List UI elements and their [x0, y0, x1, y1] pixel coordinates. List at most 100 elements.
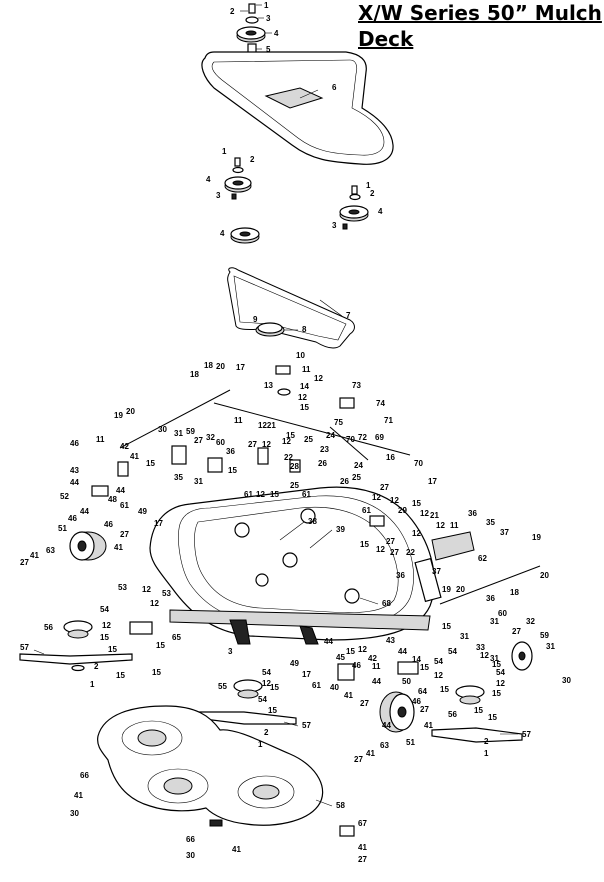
callout-15: 15: [152, 668, 161, 677]
right-idler-pulley: [339, 185, 369, 230]
callout-25: 25: [352, 473, 361, 482]
callout-27: 27: [420, 705, 429, 714]
callout-41: 41: [130, 452, 139, 461]
callout-27: 27: [380, 483, 389, 492]
callout-12: 12: [412, 529, 421, 538]
callout-12: 12: [298, 393, 307, 402]
callout-31: 31: [490, 617, 499, 626]
callout-2: 2: [230, 7, 235, 16]
callout-18: 18: [190, 370, 199, 379]
callout-26: 26: [318, 459, 327, 468]
callout-5: 5: [266, 45, 271, 54]
anti-scalp-wheels: [69, 531, 533, 733]
callout-15: 15: [156, 641, 165, 650]
callout-56: 56: [448, 710, 457, 719]
callout-1: 1: [484, 749, 489, 758]
callout-27: 27: [20, 558, 29, 567]
callout-29: 29: [398, 506, 407, 515]
callout-27: 27: [386, 537, 395, 546]
hardware-fasteners: [91, 365, 419, 837]
callout-12: 12: [480, 651, 489, 660]
callout-12: 12: [314, 374, 323, 383]
callout-52: 52: [60, 492, 69, 501]
callout-57: 57: [522, 730, 531, 739]
callout-15: 15: [492, 660, 501, 669]
callout-15: 15: [442, 622, 451, 631]
callout-19: 19: [442, 585, 451, 594]
callout-63: 63: [46, 546, 55, 555]
callout-22: 22: [406, 548, 415, 557]
callout-30: 30: [70, 809, 79, 818]
callout-12: 12: [390, 496, 399, 505]
callout-42: 42: [368, 654, 377, 663]
callout-13: 13: [264, 381, 273, 390]
callout-56: 56: [44, 623, 53, 632]
callout-36: 36: [468, 509, 477, 518]
callout-54: 54: [100, 605, 109, 614]
callout-39: 39: [336, 525, 345, 534]
callout-20: 20: [456, 585, 465, 594]
callout-12: 12: [434, 671, 443, 680]
callout-4: 4: [378, 207, 383, 216]
callout-74: 74: [376, 399, 385, 408]
callout-2: 2: [370, 189, 375, 198]
callout-71: 71: [384, 416, 393, 425]
callout-37: 37: [432, 567, 441, 576]
callout-17: 17: [302, 670, 311, 679]
callout-20: 20: [126, 407, 135, 416]
callout-59: 59: [186, 427, 195, 436]
callout-15: 15: [492, 689, 501, 698]
callout-14: 14: [412, 655, 421, 664]
callout-66: 66: [80, 771, 89, 780]
leader-lines: [33, 89, 518, 807]
callout-33: 33: [476, 643, 485, 652]
left-idler-pulley: [224, 157, 260, 244]
callout-12: 12: [420, 509, 429, 518]
blade-assemblies: [19, 620, 523, 743]
callout-26: 26: [340, 477, 349, 486]
callout-8: 8: [302, 325, 307, 334]
callout-20: 20: [540, 571, 549, 580]
callout-36: 36: [396, 571, 405, 580]
callout-36: 36: [486, 594, 495, 603]
callout-2: 2: [94, 662, 99, 671]
callout-54: 54: [262, 668, 271, 677]
callout-35: 35: [174, 473, 183, 482]
callout-12: 12: [102, 621, 111, 630]
callout-60: 60: [498, 609, 507, 618]
callout-58: 58: [336, 801, 345, 810]
callout-41: 41: [30, 551, 39, 560]
callout-61: 61: [302, 490, 311, 499]
callout-15: 15: [108, 645, 117, 654]
callout-9: 9: [253, 315, 258, 324]
callout-10: 10: [296, 351, 305, 360]
callout-23: 23: [320, 445, 329, 454]
callout-27: 27: [360, 699, 369, 708]
callout-22: 22: [284, 453, 293, 462]
callout-54: 54: [258, 695, 267, 704]
callout-3: 3: [266, 14, 271, 23]
callout-53: 53: [162, 589, 171, 598]
callout-45: 45: [336, 653, 345, 662]
callout-11: 11: [96, 435, 105, 444]
callout-15: 15: [270, 490, 279, 499]
callout-labels: 1 2 3 4 5 6 1 2 4 3 4 1 2 4 3 7 9 8 10 1…: [20, 1, 571, 864]
callout-12: 12: [262, 679, 271, 688]
callout-3: 3: [332, 221, 337, 230]
callout-49: 49: [290, 659, 299, 668]
callout-12: 12: [496, 679, 505, 688]
callout-19: 19: [114, 411, 123, 420]
callout-15: 15: [360, 540, 369, 549]
callout-6: 6: [332, 83, 337, 92]
callout-61: 61: [362, 506, 371, 515]
drive-belt: [227, 267, 355, 349]
callout-44: 44: [70, 478, 79, 487]
callout-63: 63: [380, 741, 389, 750]
callout-7: 7: [346, 311, 351, 320]
callout-15: 15: [420, 663, 429, 672]
callout-27: 27: [512, 627, 521, 636]
callout-12: 12: [282, 437, 291, 446]
callout-1: 1: [90, 680, 95, 689]
callout-72: 72: [358, 433, 367, 442]
callout-27: 27: [354, 755, 363, 764]
